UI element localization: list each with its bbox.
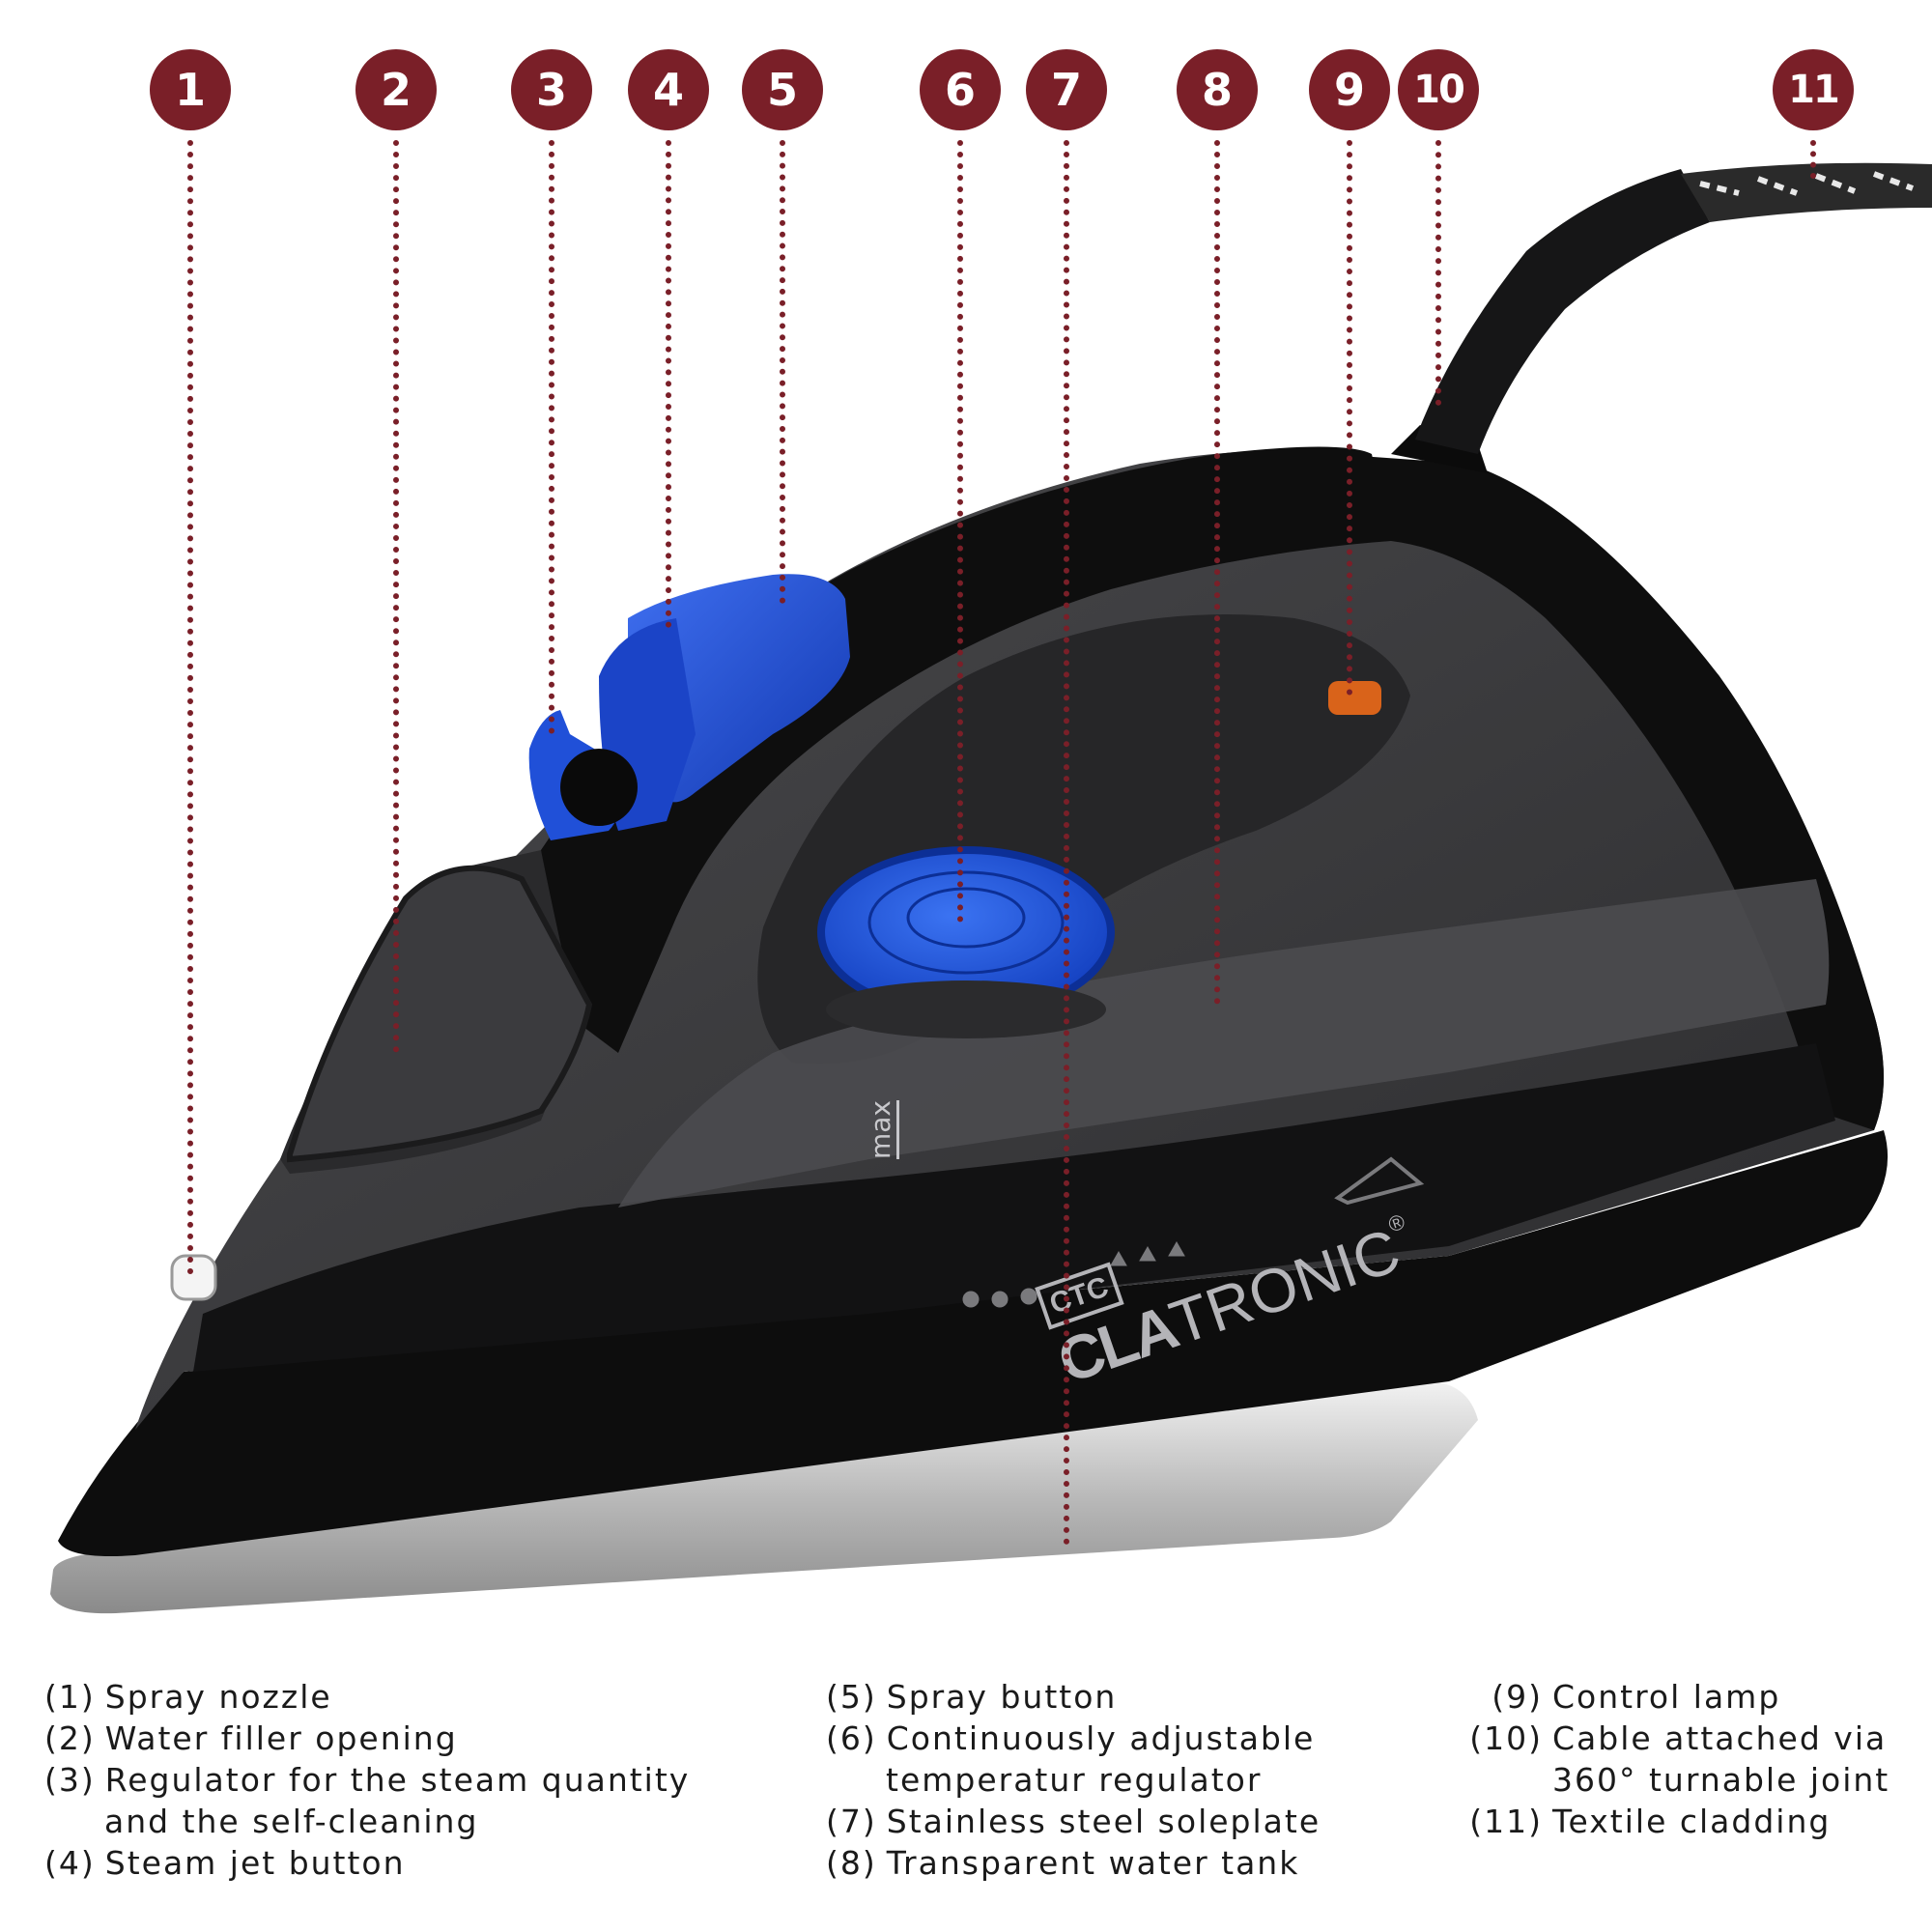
legend-item: (4)Steam jet button xyxy=(44,1842,690,1884)
legend-label: Continuously adjustable xyxy=(886,1719,1316,1757)
legend-number: (4) xyxy=(44,1844,96,1882)
legend-label: Spray nozzle xyxy=(104,1678,332,1716)
callout-badge-2: 2 xyxy=(355,49,437,130)
cable-sleeve xyxy=(1415,169,1710,454)
body-base xyxy=(58,1130,1889,1556)
soleplate xyxy=(50,1381,1478,1614)
tank-max-mark: max xyxy=(865,1099,899,1159)
legend-number: (11) xyxy=(1469,1803,1543,1840)
legend-label: Spray button xyxy=(886,1678,1118,1716)
callout-leader-4 xyxy=(666,140,671,628)
callout-badge-9: 9 xyxy=(1309,49,1390,130)
callout-leader-5 xyxy=(780,140,785,604)
legend-label: Regulator for the steam quantity xyxy=(104,1761,691,1799)
callout-leader-11 xyxy=(1810,140,1816,179)
legend-item: (6)Continuously adjustable xyxy=(826,1718,1321,1759)
legend-number: (1) xyxy=(44,1678,96,1716)
handle-rear xyxy=(1333,454,1884,1130)
callout-leader-6 xyxy=(957,140,963,923)
legend-label: Steam jet button xyxy=(104,1844,406,1882)
legend-number: (6) xyxy=(826,1719,877,1757)
legend-item: (2)Water filler opening xyxy=(44,1718,690,1759)
callout-badge-11: 11 xyxy=(1773,49,1854,130)
callout-badge-4: 4 xyxy=(628,49,709,130)
water-filler-lid xyxy=(287,865,593,1163)
legend-column-1: (1)Spray nozzle(2)Water filler opening(3… xyxy=(44,1676,690,1884)
legend-number: (7) xyxy=(826,1803,877,1840)
legend-item: (3)Regulator for the steam quantity xyxy=(44,1759,690,1801)
legend-number: (10) xyxy=(1469,1719,1543,1757)
legend-number: (2) xyxy=(44,1719,96,1757)
callout-badge-7: 7 xyxy=(1026,49,1107,130)
cable-joint xyxy=(1391,425,1488,473)
callout-leader-9 xyxy=(1347,140,1352,696)
callout-badge-10: 10 xyxy=(1398,49,1479,130)
legend-item: (1)Spray nozzle xyxy=(44,1676,690,1718)
legend-item: (7)Stainless steel soleplate xyxy=(826,1801,1321,1842)
callout-badge-8: 8 xyxy=(1177,49,1258,130)
callout-leader-8 xyxy=(1214,140,1220,1005)
legend-label: Cable attached via xyxy=(1552,1719,1888,1757)
legend-label-continued: and the self-cleaning xyxy=(104,1803,479,1840)
legend-label: Transparent water tank xyxy=(886,1844,1300,1882)
legend-label: Textile cladding xyxy=(1552,1803,1832,1840)
legend-item: (10)Cable attached via xyxy=(1463,1718,1889,1759)
callout-leader-2 xyxy=(393,140,399,1053)
callout-leader-3 xyxy=(549,140,554,734)
legend-number: (9) xyxy=(1492,1678,1543,1716)
legend-label: Control lamp xyxy=(1552,1678,1781,1716)
control-lamp xyxy=(1328,681,1381,715)
legend-item: (11)Textile cladding xyxy=(1463,1801,1889,1842)
callout-badge-3: 3 xyxy=(511,49,592,130)
callout-leader-1 xyxy=(187,140,193,1275)
legend-column-2: (5)Spray button(6)Continuously adjustabl… xyxy=(826,1676,1321,1884)
legend-label-continued: 360° turnable joint xyxy=(1552,1761,1890,1799)
water-tank xyxy=(618,879,1830,1208)
legend-label: Stainless steel soleplate xyxy=(886,1803,1321,1840)
legend-item: (5)Spray button xyxy=(826,1676,1321,1718)
legend-number: (5) xyxy=(826,1678,877,1716)
side-band xyxy=(193,1043,1835,1372)
legend-item: (8)Transparent water tank xyxy=(826,1842,1321,1884)
callout-leader-7 xyxy=(1064,140,1069,1546)
legend-label: Water filler opening xyxy=(104,1719,458,1757)
spray-nozzle xyxy=(170,1254,217,1301)
callout-badge-5: 5 xyxy=(742,49,823,130)
legend-label-continued: temperatur regulator xyxy=(886,1761,1263,1799)
legend-number: (8) xyxy=(826,1844,877,1882)
callout-badge-6: 6 xyxy=(920,49,1001,130)
callout-badge-1: 1 xyxy=(150,49,231,130)
legend-item: (9)Control lamp xyxy=(1463,1676,1889,1718)
textile-cable xyxy=(1681,162,1932,222)
callout-leader-10 xyxy=(1435,140,1441,406)
legend-number: (3) xyxy=(44,1761,96,1799)
